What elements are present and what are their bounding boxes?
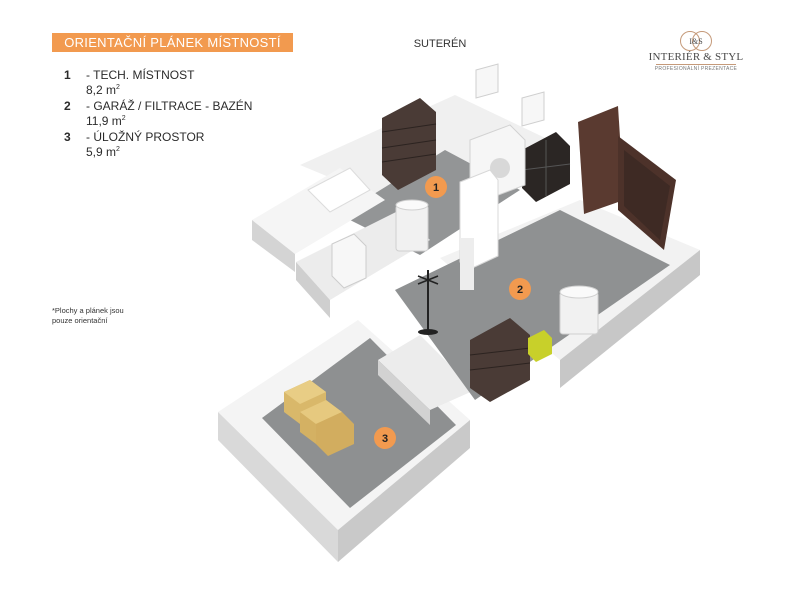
legend-room-name: - ÚLOŽNÝ PROSTOR	[86, 130, 205, 144]
connector-wall-side	[378, 360, 430, 425]
coat-rack	[417, 270, 439, 335]
stairs	[252, 167, 385, 272]
logo-monogram-icon: I&S	[680, 31, 712, 51]
legend-item-tech-room: 1 - TECH. MÍSTNOST 8,2 m2	[64, 68, 314, 99]
logo-tagline: PROFESIONÁLNÍ PREZENTACE	[654, 66, 738, 72]
partition-wall	[460, 238, 474, 290]
marker-label: 1	[433, 182, 439, 194]
room-marker-1: 1	[425, 176, 447, 198]
cube-shelf	[521, 132, 571, 202]
marker-label: 2	[517, 284, 523, 296]
legend-number: 2	[64, 99, 71, 113]
legend-room-area: 11,9 m2	[86, 114, 126, 128]
garage-side-wall	[560, 250, 700, 388]
room-marker-3: 3	[374, 427, 396, 449]
plan-title: ORIENTAČNÍ PLÁNEK MÍSTNOSTÍ	[52, 33, 293, 52]
room-marker-2: 2	[509, 278, 531, 300]
legend-item-garage: 2 - GARÁŽ / FILTRACE - BAZÉN 11,9 m2	[64, 99, 314, 130]
water-tank-garage	[559, 285, 599, 335]
logo-divider	[656, 64, 736, 65]
logo-monogram: I&S	[689, 37, 702, 46]
company-logo: I&S INTERIÉR & STYL PROFESIONÁLNÍ PREZEN…	[648, 30, 744, 74]
legend-number: 1	[64, 68, 71, 82]
disclaimer-note: *Plochy a plánek jsou pouze orientační	[52, 306, 124, 325]
storage-boxes	[284, 380, 354, 456]
stairs-side	[252, 220, 295, 272]
legend-item-storage: 3 - ÚLOŽNÝ PROSTOR 5,9 m2	[64, 130, 314, 161]
legend-room-area: 5,9 m2	[86, 145, 120, 159]
window-right	[521, 91, 545, 127]
room-legend: 1 - TECH. MÍSTNOST 8,2 m2 2 - GARÁŽ / FI…	[64, 68, 314, 161]
tech-wall-left-side	[296, 262, 330, 318]
stairs-block	[307, 167, 371, 213]
entrance-door	[578, 106, 676, 250]
legend-room-name: - TECH. MÍSTNOST	[86, 68, 195, 82]
legend-number: 3	[64, 130, 71, 144]
wall-side-front-right	[338, 420, 470, 562]
connector-wall	[378, 335, 475, 410]
legend-room-area: 8,2 m2	[86, 83, 120, 97]
logo-name: INTERIÉR & STYL	[648, 51, 744, 63]
marker-label: 3	[382, 433, 388, 445]
shelf-garage	[469, 318, 531, 402]
shelf-tech-room	[381, 98, 437, 190]
wall-side-front-left	[218, 412, 338, 562]
water-tank-tech	[395, 199, 429, 252]
yellow-bin	[528, 330, 552, 362]
boiler-unit	[331, 233, 367, 289]
window-left	[475, 63, 499, 99]
legend-room-name: - GARÁŽ / FILTRACE - BAZÉN	[86, 99, 253, 113]
floor-label: SUTERÉN	[413, 38, 467, 50]
